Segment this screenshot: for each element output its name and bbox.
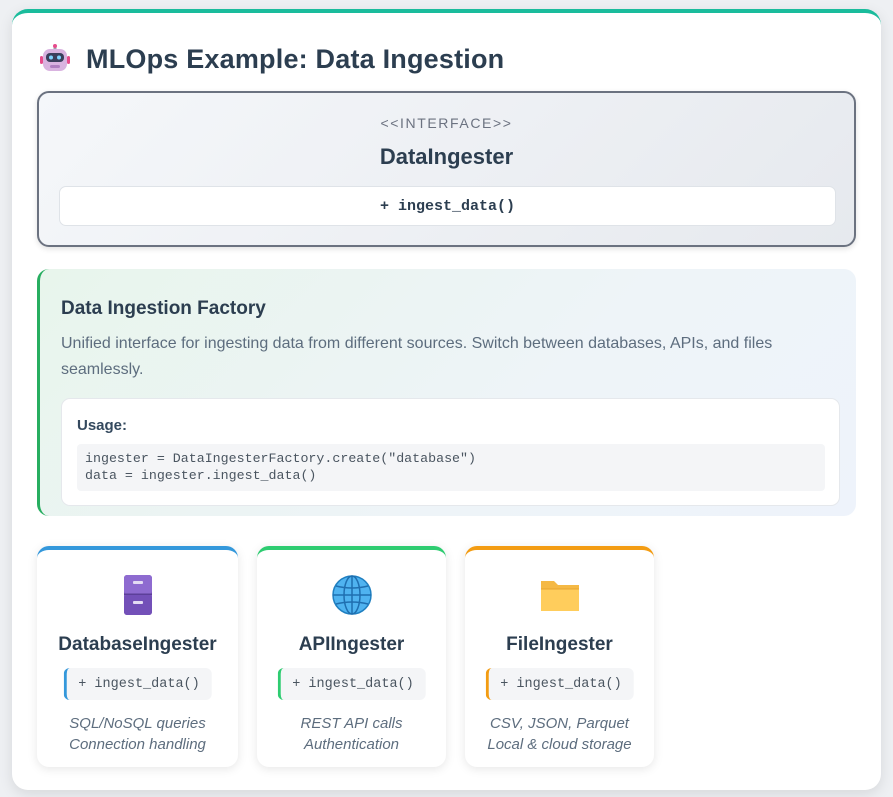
impl-notes: CSV, JSON, Parquet Local & cloud storage	[465, 713, 654, 755]
robot-icon	[40, 44, 70, 74]
file-cabinet-icon	[37, 574, 238, 616]
impl-note-line: Local & cloud storage	[487, 736, 632, 753]
usage-label: Usage:	[77, 417, 128, 434]
interface-method: + ingest_data()	[59, 186, 836, 226]
impl-card-api: APIIngester + ingest_data() REST API cal…	[257, 546, 446, 767]
impl-card-file: FileIngester + ingest_data() CSV, JSON, …	[465, 546, 654, 767]
impl-card-database: DatabaseIngester + ingest_data() SQL/NoS…	[37, 546, 238, 767]
impl-notes: SQL/NoSQL queries Connection handling	[37, 713, 238, 755]
page-title: MLOps Example: Data Ingestion	[86, 43, 505, 74]
impl-note-line: Connection handling	[69, 736, 206, 753]
impl-name: APIIngester	[298, 634, 405, 655]
usage-box: Usage: ingester = DataIngesterFactory.cr…	[61, 398, 840, 506]
factory-panel: Data Ingestion Factory Unified interface…	[37, 269, 856, 516]
impl-note-line: Authentication	[303, 736, 400, 753]
impl-note-line: CSV, JSON, Parquet	[490, 715, 629, 732]
interface-name: DataIngester	[379, 144, 514, 169]
interface-stereotype: <<INTERFACE>>	[380, 115, 513, 131]
globe-icon	[257, 574, 446, 616]
impl-method: + ingest_data()	[277, 668, 426, 700]
folder-icon	[465, 574, 654, 616]
impl-notes: REST API calls Authentication	[257, 713, 446, 755]
interface-box: <<INTERFACE>> DataIngester + ingest_data…	[37, 91, 856, 247]
diagram-card: MLOps Example: Data Ingestion <<INTERFAC…	[12, 9, 881, 790]
impl-note-line: REST API calls	[300, 715, 403, 732]
impl-method: + ingest_data()	[485, 668, 634, 700]
title-row: MLOps Example: Data Ingestion	[40, 41, 504, 77]
code-line: data = ingester.ingest_data()	[85, 468, 317, 483]
impl-name: DatabaseIngester	[58, 634, 217, 655]
factory-title: Data Ingestion Factory	[61, 298, 266, 319]
impl-method: + ingest_data()	[63, 668, 212, 700]
code-block: ingester = DataIngesterFactory.create("d…	[77, 444, 825, 491]
code-line: ingester = DataIngesterFactory.create("d…	[85, 451, 476, 466]
factory-description: Unified interface for ingesting data fro…	[61, 335, 773, 378]
impl-note-line: SQL/NoSQL queries	[69, 715, 206, 732]
impl-name: FileIngester	[506, 634, 613, 655]
